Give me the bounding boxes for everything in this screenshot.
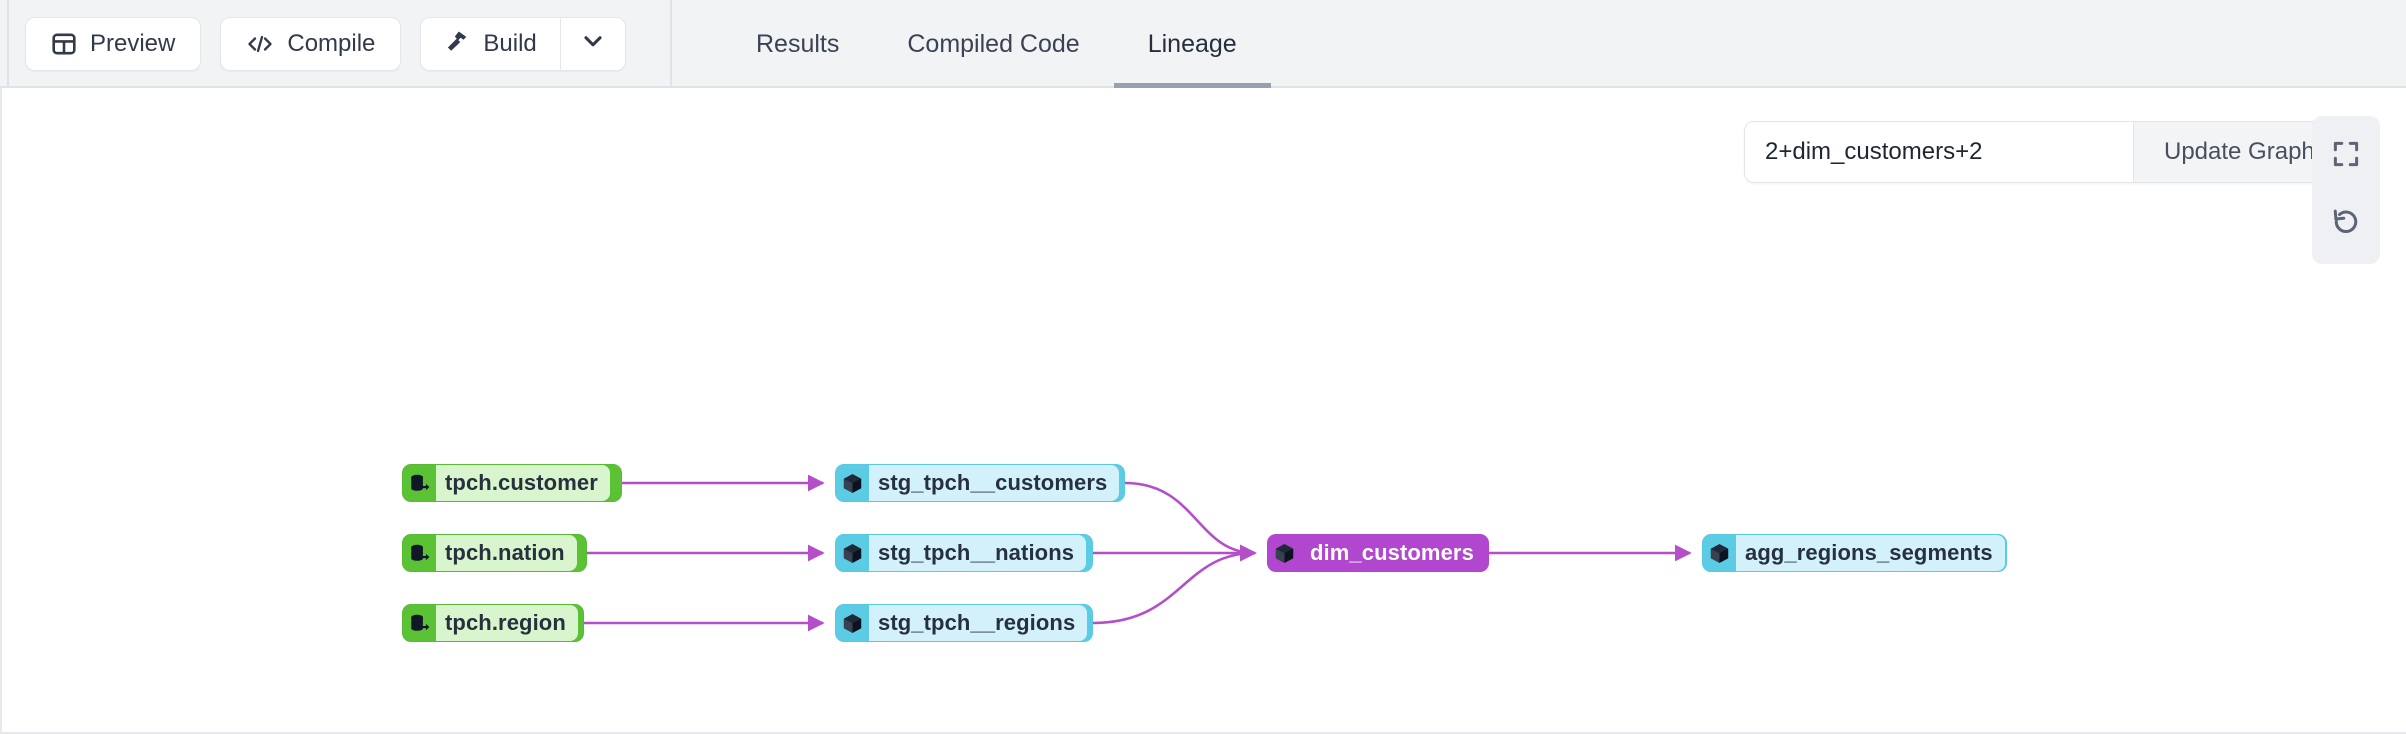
cube-model-icon: [836, 535, 869, 571]
action-button-group: Preview Compile: [25, 17, 627, 71]
lineage-node-label: dim_customers: [1301, 535, 1486, 571]
database-source-icon: [403, 605, 436, 641]
compile-button[interactable]: Compile: [220, 17, 402, 71]
graph-selector-group: Update Graph: [1744, 121, 2346, 183]
lineage-node-label: agg_regions_segments: [1736, 535, 2005, 571]
lineage-node-label: stg_tpch__customers: [869, 465, 1120, 501]
hammer-icon: [444, 28, 470, 61]
lineage-node-label: stg_tpch__nations: [869, 535, 1087, 571]
lineage-node-src_region[interactable]: tpch.region: [402, 604, 584, 642]
lineage-node-src_nation[interactable]: tpch.nation: [402, 534, 587, 572]
lineage-node-label: tpch.region: [436, 605, 578, 641]
update-graph-button[interactable]: Update Graph: [2133, 122, 2345, 182]
database-source-icon: [403, 535, 436, 571]
build-split-button: Build: [420, 17, 627, 71]
panel-tabs: Results Compiled Code Lineage: [722, 0, 1271, 88]
build-button[interactable]: Build: [421, 18, 560, 70]
lineage-node-src_customer[interactable]: tpch.customer: [402, 464, 622, 502]
lineage-edges: [584, 474, 1692, 632]
update-graph-label: Update Graph: [2164, 138, 2315, 165]
tab-lineage[interactable]: Lineage: [1113, 0, 1271, 88]
lineage-node-stg_regions[interactable]: stg_tpch__regions: [835, 604, 1093, 642]
lineage-edge: [1092, 544, 1257, 625]
lineage-node-label: stg_tpch__regions: [869, 605, 1088, 641]
top-toolbar: Preview Compile: [0, 0, 2406, 88]
toolbar-left-divider: [7, 0, 9, 88]
code-brackets-icon: [246, 31, 274, 57]
tab-results-label: Results: [756, 29, 840, 58]
lineage-graph: tpch.customer tpch.nation tpch.region st…: [2, 88, 2406, 732]
expand-fullscreen-icon: [2331, 139, 2361, 174]
cube-model-icon: [836, 465, 869, 501]
chevron-down-icon: [580, 28, 606, 61]
tab-compiled-code[interactable]: Compiled Code: [873, 0, 1113, 88]
cube-model-icon: [836, 605, 869, 641]
preview-button-label: Preview: [90, 30, 176, 57]
view-tools-group: [2312, 116, 2380, 264]
build-button-label: Build: [483, 30, 537, 57]
graph-selector-input[interactable]: [1745, 122, 2133, 182]
table-icon: [51, 31, 77, 57]
build-dropdown-button[interactable]: [561, 18, 626, 70]
lineage-node-agg_regions[interactable]: agg_regions_segments: [1702, 534, 2007, 572]
cube-model-icon: [1268, 535, 1301, 571]
compile-button-label: Compile: [287, 30, 376, 57]
lineage-canvas[interactable]: Update Graph: [0, 88, 2406, 734]
lineage-node-stg_nations[interactable]: stg_tpch__nations: [835, 534, 1093, 572]
preview-button[interactable]: Preview: [25, 17, 202, 71]
tab-lineage-label: Lineage: [1147, 29, 1237, 58]
tab-results[interactable]: Results: [722, 0, 873, 88]
toolbar-middle-divider: [670, 0, 672, 88]
tab-compiled-code-label: Compiled Code: [907, 29, 1080, 58]
database-source-icon: [403, 465, 436, 501]
lineage-edge: [1124, 481, 1257, 562]
cube-model-icon: [1703, 535, 1736, 571]
lineage-node-dim_customers[interactable]: dim_customers: [1267, 534, 1489, 572]
fullscreen-button[interactable]: [2312, 122, 2380, 190]
reset-view-button[interactable]: [2312, 190, 2380, 258]
lineage-node-label: tpch.nation: [436, 535, 577, 571]
lineage-node-stg_customers[interactable]: stg_tpch__customers: [835, 464, 1125, 502]
reset-rotate-ccw-icon: [2331, 207, 2361, 242]
split-divider: [559, 18, 562, 70]
lineage-node-label: tpch.customer: [436, 465, 610, 501]
